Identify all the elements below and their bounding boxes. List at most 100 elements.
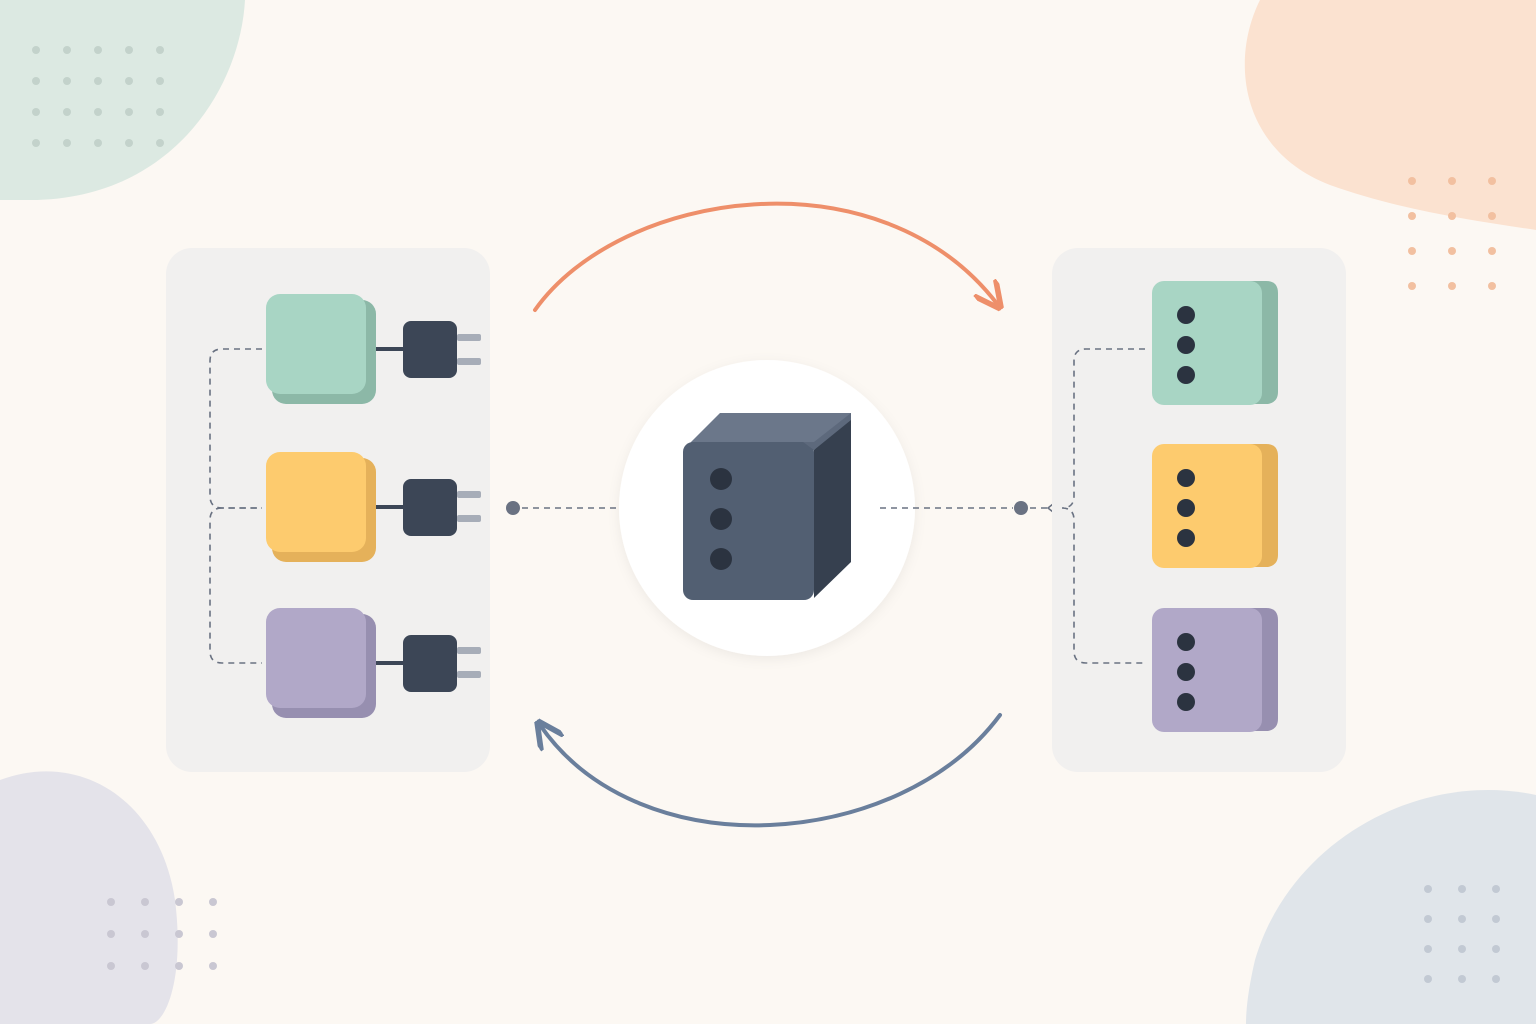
source-yellow-front <box>266 452 366 552</box>
left-bracket-line <box>209 348 262 664</box>
decorative-dot <box>209 930 217 938</box>
decorative-dot <box>1448 282 1456 290</box>
decorative-dot <box>1492 945 1500 953</box>
decorative-dot <box>156 108 164 116</box>
hub-port <box>710 548 732 570</box>
decorative-dot <box>63 77 71 85</box>
outlet-port <box>1177 499 1195 517</box>
return-arrow <box>540 713 1002 828</box>
decorative-dot <box>1448 247 1456 255</box>
outlet-port <box>1177 529 1195 547</box>
decorative-dot <box>1424 945 1432 953</box>
blob-top-right <box>1244 0 1536 230</box>
decorative-dot <box>94 108 102 116</box>
decorative-dot <box>63 46 71 54</box>
source-purple <box>266 608 481 718</box>
decorative-dot <box>1488 212 1496 220</box>
decorative-dot <box>32 46 40 54</box>
decorative-dot <box>1458 885 1466 893</box>
decorative-dot <box>1408 177 1416 185</box>
decorative-dot <box>107 930 115 938</box>
decorative-dot <box>175 898 183 906</box>
decorative-dot <box>1488 282 1496 290</box>
decorative-dot <box>94 46 102 54</box>
source-green-front <box>266 294 366 394</box>
decorative-dot <box>32 77 40 85</box>
decorative-dot <box>32 139 40 147</box>
decorative-dot <box>1492 975 1500 983</box>
decorative-dot <box>63 139 71 147</box>
decorative-dot <box>156 139 164 147</box>
dot-grid-top-left <box>32 46 164 147</box>
decorative-dot <box>1424 915 1432 923</box>
decorative-dot <box>1488 247 1496 255</box>
outlet-port <box>1177 633 1195 651</box>
source-purple-front <box>266 608 366 708</box>
decorative-dot <box>94 77 102 85</box>
right-panel <box>1052 248 1346 772</box>
decorative-dot <box>94 139 102 147</box>
power-adapter-icon <box>683 413 851 600</box>
decorative-dot <box>125 108 133 116</box>
decorative-dot <box>1408 247 1416 255</box>
decorative-dot <box>175 930 183 938</box>
decorative-dot <box>125 46 133 54</box>
decorative-dot <box>125 77 133 85</box>
left-junction-dot <box>506 501 520 515</box>
dot-grid-bottom-left <box>107 898 217 970</box>
decorative-dot <box>1408 212 1416 220</box>
outlet-yellow <box>1152 444 1278 568</box>
plug-icon <box>403 479 481 536</box>
decorative-dot <box>1458 945 1466 953</box>
decorative-dot <box>107 962 115 970</box>
hub <box>619 360 915 656</box>
decorative-dot <box>141 898 149 906</box>
decorative-dot <box>141 962 149 970</box>
decorative-dot <box>156 77 164 85</box>
source-yellow <box>266 452 481 562</box>
decorative-dot <box>1424 885 1432 893</box>
decorative-dot <box>1458 975 1466 983</box>
blob-top-left <box>0 0 245 200</box>
outlet-port <box>1177 663 1195 681</box>
right-junction-dot <box>1014 501 1028 515</box>
decorative-dot <box>63 108 71 116</box>
blob-bottom-right <box>1246 789 1536 1024</box>
decorative-dot <box>1492 915 1500 923</box>
decorative-dot <box>175 962 183 970</box>
decorative-dot <box>125 139 133 147</box>
dot-grid-bottom-right <box>1424 885 1500 983</box>
outlet-port <box>1177 693 1195 711</box>
forward-arrow <box>533 201 998 310</box>
decorative-dot <box>1492 885 1500 893</box>
blob-bottom-left <box>0 771 178 1024</box>
decorative-dot <box>1448 212 1456 220</box>
outlet-port <box>1177 469 1195 487</box>
source-green <box>266 294 481 404</box>
decorative-dot <box>209 898 217 906</box>
decorative-dot <box>1448 177 1456 185</box>
decorative-dot <box>209 962 217 970</box>
dot-grid-top-right <box>1408 177 1496 290</box>
outlet-port <box>1177 306 1195 324</box>
decorative-dot <box>107 898 115 906</box>
left-panel <box>166 248 490 772</box>
decorative-dot <box>1488 177 1496 185</box>
right-bracket-line <box>1061 348 1145 664</box>
decorative-dot <box>32 108 40 116</box>
outlet-port <box>1177 366 1195 384</box>
hub-port <box>710 508 732 530</box>
decorative-dot <box>156 46 164 54</box>
hub-port <box>710 468 732 490</box>
decorative-dot <box>1424 975 1432 983</box>
plug-icon <box>403 321 481 378</box>
plug-icon <box>403 635 481 692</box>
outlet-purple <box>1152 608 1278 732</box>
decorative-dot <box>1458 915 1466 923</box>
outlet-green <box>1152 281 1278 405</box>
decorative-dot <box>141 930 149 938</box>
outlet-port <box>1177 336 1195 354</box>
